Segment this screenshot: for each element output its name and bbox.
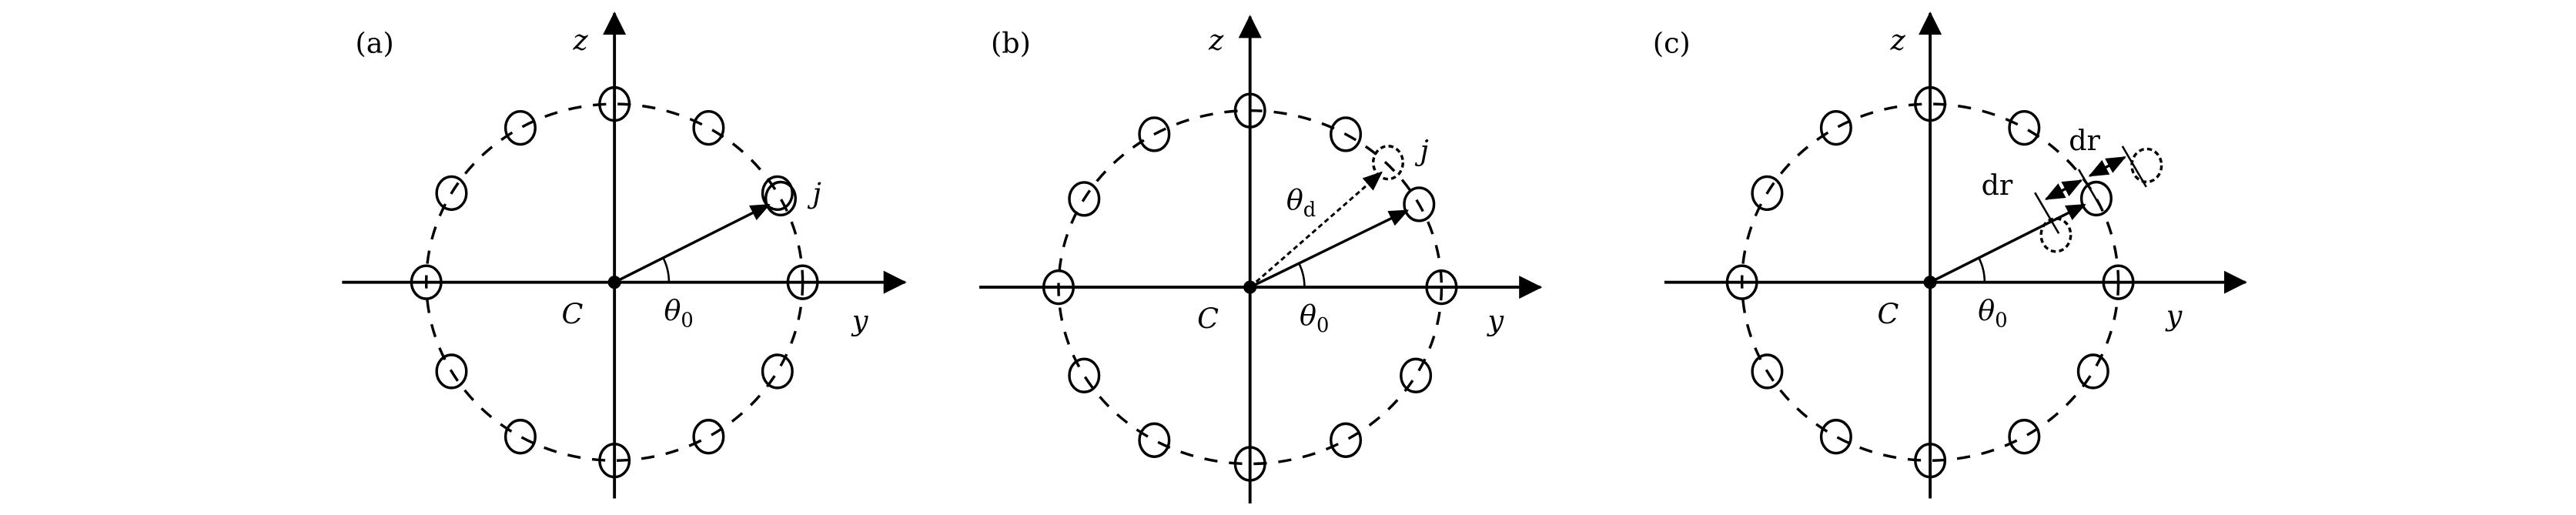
element-circle [761,353,794,390]
dr-inner-arrow [2044,179,2083,201]
theta0-label: θ0 [664,294,693,333]
element-circle [1233,92,1266,129]
panel-label: (b) [991,27,1031,60]
element-circle [503,419,537,455]
element-circle [1042,269,1075,306]
element-circle [1751,353,1784,390]
target-label: j [1415,134,1429,167]
dr-outer-label: dr [2069,124,2100,157]
radius-arrow [1249,209,1410,289]
target-label: j [807,177,821,210]
theta0-label: θ0 [1300,299,1329,337]
dashed-ring [1057,109,1444,466]
deflected-circle [1371,145,1404,181]
dr-inner-label: dr [1982,169,2013,202]
theta-d-label: θd [1286,183,1316,222]
element-circle [598,443,631,479]
element-circle [1400,357,1433,393]
y-axis-label: y [2165,299,2183,332]
element-circle [1138,116,1171,152]
angle-arc [662,257,671,283]
element-circle [1138,422,1171,458]
panel-label: (c) [1653,27,1691,60]
center-point [607,276,621,289]
element-circle [435,175,468,212]
y-axis-label: y [1486,304,1504,337]
z-axis-label: z [1208,23,1224,56]
element-circle [2102,264,2135,300]
element-circle [598,85,631,122]
center-label: C [562,297,584,330]
element-circle [2008,419,2041,455]
center-point [1243,280,1257,294]
z-axis-label: z [573,23,589,56]
panel-b: (b) z y C θ0 θd j [979,15,1543,503]
element-j-circle [2079,180,2113,217]
element-circle [1068,357,1101,393]
element-j-circle [764,180,797,217]
element-circle [1819,419,1852,455]
center-label: C [1197,303,1219,336]
element-circle [410,264,443,300]
element-circle [1068,181,1101,217]
outer-displaced-circle [2130,147,2163,184]
element-circle [1233,446,1266,482]
element-circle [2008,109,2041,146]
element-circle [1330,116,1363,152]
panel-label: (a) [356,27,394,60]
angle-arc [1978,257,1986,283]
element-circle [1425,269,1458,306]
element-circle [761,175,794,212]
theta0-label: θ0 [1978,294,2007,333]
y-axis-label: y [851,304,868,337]
element-circle [1330,422,1363,458]
panel-c: (c) z y C θ0 dr dr [1653,12,2247,499]
radius-arrow [614,203,771,284]
element-circle [1914,85,1947,122]
element-j-circle [1403,186,1436,222]
z-axis-label: z [1890,23,1906,56]
element-circle [2076,353,2109,390]
angle-arc [1297,263,1306,288]
element-circle [1751,175,1784,212]
panel-a: (a) z y C θ0 j [342,12,907,499]
inner-tick [2034,192,2060,234]
element-circle [1914,443,1947,479]
deflected-arrow [1249,171,1383,289]
dashed-ring [1740,102,2120,462]
center-label: C [1877,297,1899,330]
element-circle [1819,109,1852,146]
radius-arrow [1929,203,2086,284]
dashed-ring [424,102,805,462]
element-circle [503,109,537,146]
element-circle [692,109,725,146]
element-circle [692,419,725,455]
element-circle [786,264,819,300]
dr-outer-arrow [2088,156,2126,177]
element-circle [435,353,468,390]
inner-displaced-circle [2039,217,2073,253]
element-circle [1725,264,1758,300]
